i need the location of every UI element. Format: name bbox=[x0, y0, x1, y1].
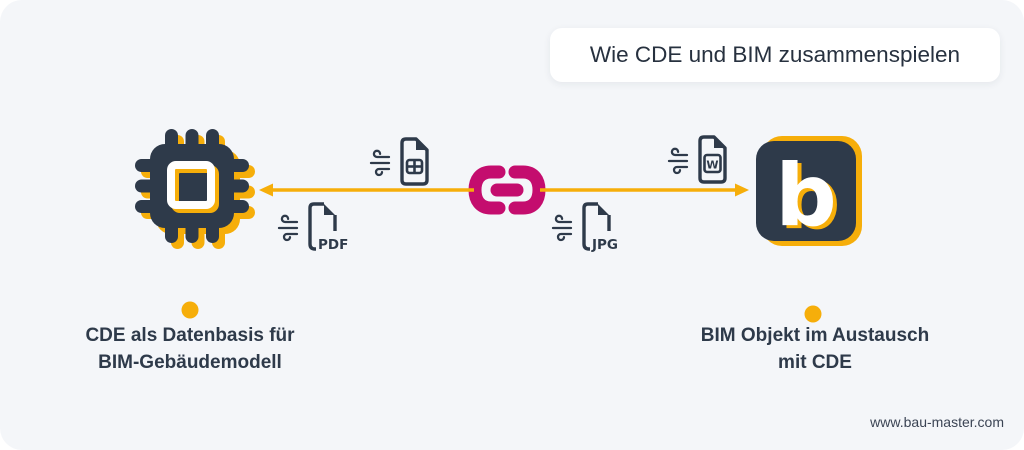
file-outline bbox=[698, 135, 727, 184]
wind-icon bbox=[667, 147, 689, 175]
link-icon bbox=[468, 165, 546, 215]
spreadsheet-file-icon bbox=[369, 137, 429, 186]
file-fold bbox=[714, 137, 725, 148]
cde-node-label: CDE als Datenbasis für BIM-Gebäudemodell bbox=[30, 322, 350, 376]
link-left-loop bbox=[468, 165, 506, 215]
connector-left bbox=[181, 257, 199, 319]
file-fold bbox=[324, 204, 335, 215]
wind-icon bbox=[369, 149, 391, 177]
arrow-head-left bbox=[259, 183, 273, 197]
bim-label-line1: BIM Objekt im Austausch bbox=[700, 325, 930, 346]
word-badge: W bbox=[706, 159, 718, 172]
jpg-badge: JPG bbox=[591, 237, 618, 253]
bim-node-label: BIM Objekt im Austausch mit CDE bbox=[655, 322, 975, 376]
logo-letter: b bbox=[775, 146, 837, 246]
arrow-to-bim bbox=[540, 183, 749, 197]
pdf-file-icon: PDF bbox=[277, 202, 348, 253]
file-outline bbox=[400, 137, 429, 186]
file-fold bbox=[598, 204, 609, 215]
logo-square bbox=[756, 141, 856, 241]
connector-dot bbox=[181, 301, 199, 319]
link-right-loop bbox=[508, 165, 546, 215]
bau-master-logo: b b bbox=[756, 136, 862, 249]
letter-box bbox=[703, 153, 722, 174]
bim-label-line2: mit CDE bbox=[778, 352, 852, 373]
arrow-to-cde bbox=[259, 183, 474, 197]
cde-label-line1: CDE als Datenbasis für bbox=[85, 325, 295, 346]
connector-dot bbox=[804, 305, 822, 323]
file-outline bbox=[582, 202, 598, 251]
cpu-chip-icon bbox=[135, 129, 255, 249]
jpg-file-icon: JPG bbox=[551, 202, 618, 253]
cpu-chip-core bbox=[167, 161, 215, 209]
file-outline bbox=[308, 202, 324, 251]
file-fold bbox=[416, 139, 427, 150]
wind-icon bbox=[277, 214, 299, 242]
page-title: Wie CDE und BIM zusammenspielen bbox=[589, 42, 960, 67]
word-file-icon: W bbox=[667, 135, 727, 184]
arrow-head-right bbox=[735, 183, 749, 197]
logo-letter-shadow: b bbox=[779, 149, 841, 249]
wind-icon bbox=[551, 214, 573, 242]
pdf-badge: PDF bbox=[318, 237, 348, 253]
title-card: Wie CDE und BIM zusammenspielen bbox=[549, 28, 1000, 82]
website-url: www.bau-master.com bbox=[870, 414, 1004, 430]
connector-right bbox=[804, 261, 822, 323]
cde-label-line2: BIM-Gebäudemodell bbox=[98, 352, 282, 373]
